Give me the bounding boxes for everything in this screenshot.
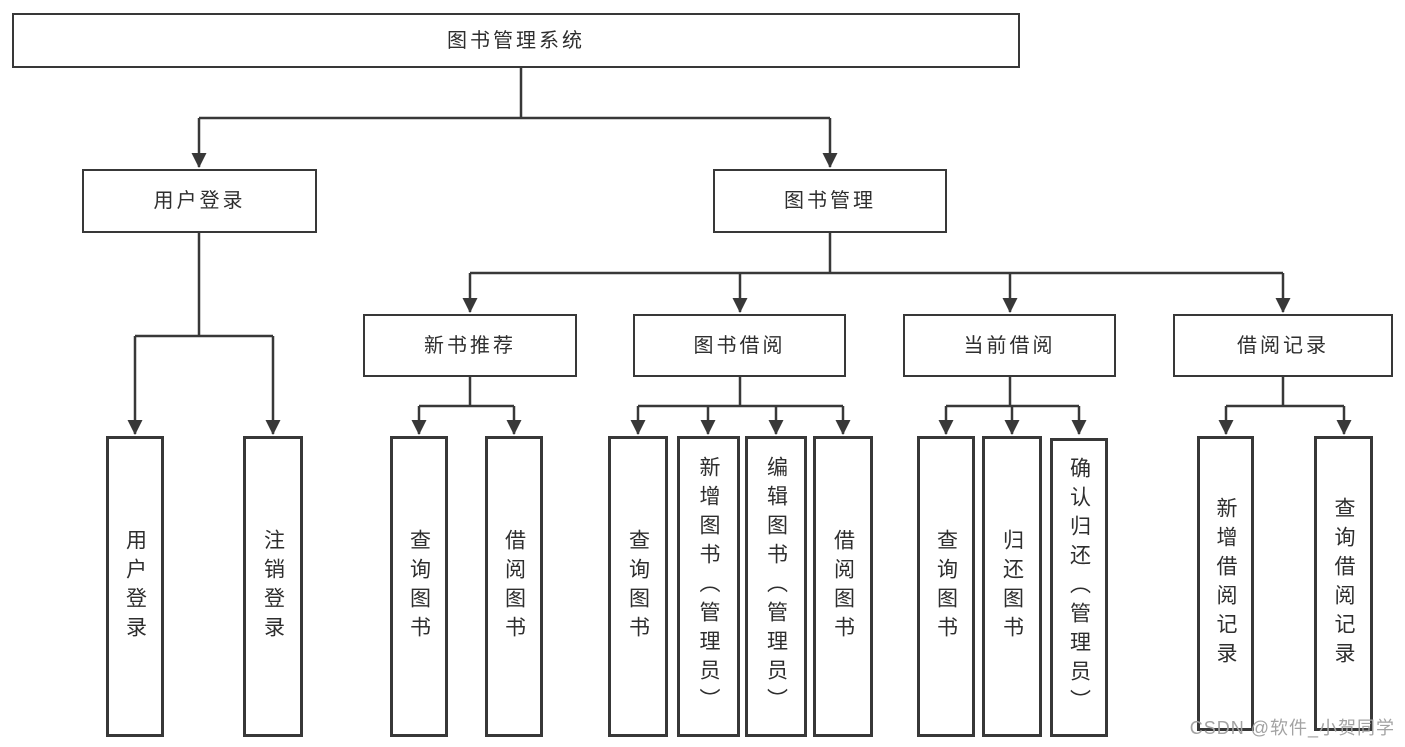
node-leaf-edit-book: 编辑图书（管理员）	[745, 436, 807, 737]
node-leaf-query-record: 查询借阅记录	[1314, 436, 1373, 731]
node-leaf-confirm-return: 确认归还（管理员）	[1050, 438, 1108, 737]
node-leaf-query-book-a: 查询图书	[390, 436, 448, 737]
node-borrow-record: 借阅记录	[1173, 314, 1393, 377]
node-leaf-user-login: 用户登录	[106, 436, 164, 737]
node-new-book: 新书推荐	[363, 314, 577, 377]
node-root: 图书管理系统	[12, 13, 1020, 68]
node-leaf-borrow-book-b: 借阅图书	[813, 436, 873, 737]
node-book-mgmt: 图书管理	[713, 169, 947, 233]
node-current-borrow: 当前借阅	[903, 314, 1116, 377]
connector-trunks	[135, 68, 1344, 408]
node-leaf-add-book: 新增图书（管理员）	[677, 436, 740, 737]
node-leaf-query-book-c: 查询图书	[917, 436, 975, 737]
node-leaf-return-book: 归还图书	[982, 436, 1042, 737]
node-book-borrow: 图书借阅	[633, 314, 846, 377]
node-leaf-add-record: 新增借阅记录	[1197, 436, 1254, 731]
node-leaf-borrow-book-a: 借阅图书	[485, 436, 543, 737]
node-user-login: 用户登录	[82, 169, 317, 233]
node-leaf-query-book-b: 查询图书	[608, 436, 668, 737]
node-leaf-logout: 注销登录	[243, 436, 303, 737]
csdn-watermark: CSDN @软件_小贺同学	[1189, 718, 1395, 738]
